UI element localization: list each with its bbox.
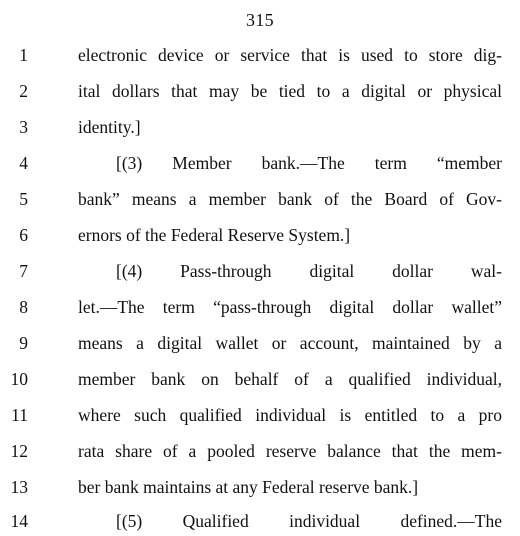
text-line: 2 ital dollars that may be tied to a dig… [0,76,520,106]
line-text: means a digital wallet or account, maint… [78,333,502,353]
line-text: where such qualified individual is entit… [78,405,502,425]
line-text: ernors of the Federal Reserve System.] [78,225,351,245]
line-number: 10 [10,369,29,389]
line-text: identity.] [78,117,141,137]
text-line: 8 let.—The term “pass-through digital do… [0,292,520,322]
line-number: 7 [19,261,28,281]
line-number: 5 [19,189,28,209]
text-line: 12 rata share of a pooled reserve balanc… [0,436,520,466]
text-line: 4 [(3) Member bank.—The term “member [0,148,520,178]
line-text: ber bank maintains at any Federal reserv… [78,477,419,497]
text-line: 13 ber bank maintains at any Federal res… [0,472,520,502]
line-number: 14 [10,511,29,531]
paragraph-heading-member-bank: [(3) Member bank.—The term “member [116,153,502,173]
line-number: 12 [10,441,29,461]
line-number: 2 [19,81,28,101]
document-page: 315 1 electronic device or service that … [0,10,520,531]
text-line: 10 member bank on behalf of a qualified … [0,364,520,394]
text-line: 9 means a digital wallet or account, mai… [0,328,520,358]
text-line: 14 [(5) Qualified individual defined.—Th… [0,506,520,536]
text-line: 1 electronic device or service that is u… [0,40,520,70]
paragraph-heading-qualified-individual: [(5) Qualified individual defined.—The [116,511,502,531]
text-line: 3 identity.] [0,112,520,142]
line-number: 4 [19,153,28,173]
page-number: 315 [246,10,274,30]
line-number: 9 [19,333,28,353]
line-number: 13 [10,477,29,497]
text-line: 5 bank” means a member bank of the Board… [0,184,520,214]
line-text: bank” means a member bank of the Board o… [78,189,502,209]
line-text: member bank on behalf of a qualified ind… [78,369,502,389]
text-line: 6 ernors of the Federal Reserve System.] [0,220,520,250]
text-line: 11 where such qualified individual is en… [0,400,520,430]
line-number: 6 [19,225,28,245]
line-text: ital dollars that may be tied to a digit… [78,81,502,101]
text-line: 7 [(4) Pass-through digital dollar wal- [0,256,520,286]
line-text: electronic device or service that is use… [78,45,502,65]
line-text: let.—The term “pass-through digital doll… [78,297,502,317]
line-number: 11 [11,405,28,425]
line-number: 8 [19,297,28,317]
line-number: 3 [19,117,28,137]
paragraph-heading-pass-through: [(4) Pass-through digital dollar wal- [116,261,502,281]
line-text: rata share of a pooled reserve balance t… [78,441,502,461]
line-number: 1 [19,45,28,65]
